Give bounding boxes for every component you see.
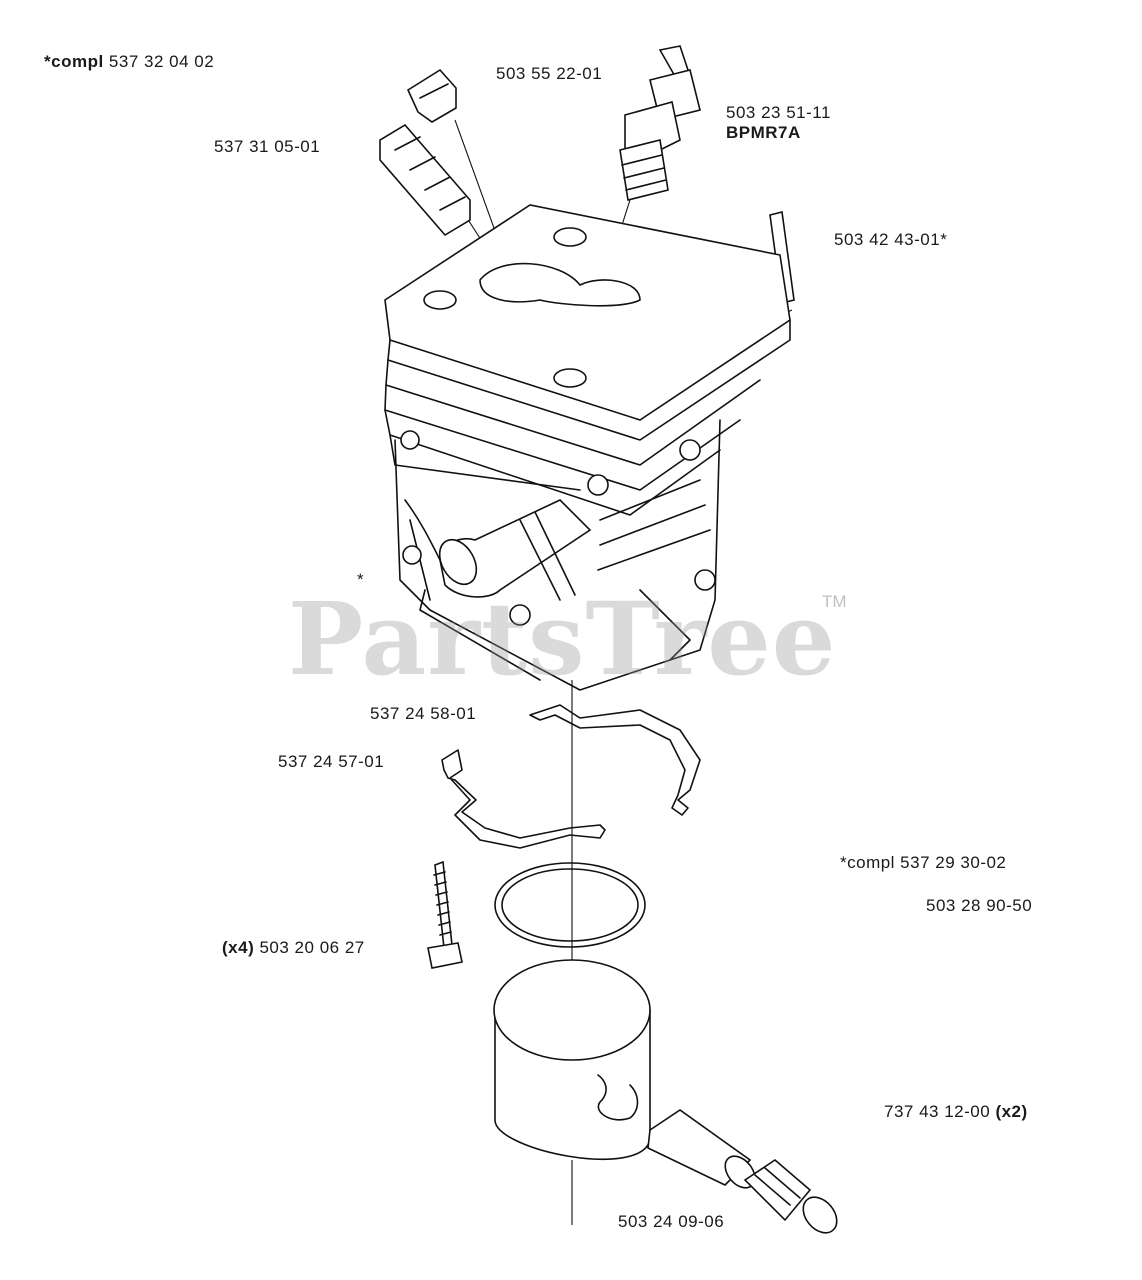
- decompression-valve: [379, 123, 471, 237]
- label-pin-number: 737 43 12-00: [884, 1102, 991, 1121]
- label-537-24-57-01: 537 24 57-01: [278, 752, 385, 771]
- label-537-24-58-01: 537 24 58-01: [370, 704, 477, 723]
- label-pin-qty: (x2): [995, 1102, 1028, 1121]
- cylinder-body: [384, 204, 791, 691]
- label-spark-plug-type: BPMR7A: [726, 123, 801, 143]
- decompression-plug: [406, 68, 457, 123]
- piston: [493, 959, 651, 1161]
- watermark-trademark: TM: [822, 592, 847, 611]
- label-compl-number: 537 32 04 02: [108, 52, 215, 71]
- watermark: PartsTree: [288, 580, 837, 698]
- label-compl-prefix: *compl: [44, 52, 104, 71]
- label-503-28-90-50: 503 28 90-50: [926, 896, 1033, 915]
- label-screw-qty: (x4): [222, 938, 255, 957]
- label-compl-piston: *compl 537 29 30-02: [840, 853, 1007, 872]
- label-503-55-22-01: 503 55 22-01: [496, 64, 603, 83]
- piston-pin: [647, 1109, 756, 1189]
- cylinder-screw: [427, 860, 463, 969]
- spark-plug: [619, 45, 701, 201]
- gasket-upper: [529, 704, 701, 816]
- label-compl-cylinder: *compl 537 32 04 02: [44, 52, 214, 72]
- label-piston-pin: 737 43 12-00 (x2): [884, 1102, 1028, 1122]
- label-537-31-05-01: 537 31 05-01: [214, 137, 321, 156]
- label-screw-number: 503 20 06 27: [259, 938, 365, 957]
- gasket-lower: [441, 749, 606, 849]
- label-503-23-51-11: 503 23 51-11: [726, 103, 831, 122]
- label-503-42-43-01: 503 42 43-01*: [834, 230, 948, 249]
- needle-bearing: [743, 1158, 838, 1234]
- label-bpmr7a: BPMR7A: [726, 123, 801, 142]
- label-503-24-09-06: 503 24 09-06: [618, 1212, 725, 1231]
- piston-ring: [494, 862, 646, 948]
- label-screw: (x4) 503 20 06 27: [222, 938, 365, 958]
- label-asterisk: *: [357, 570, 365, 589]
